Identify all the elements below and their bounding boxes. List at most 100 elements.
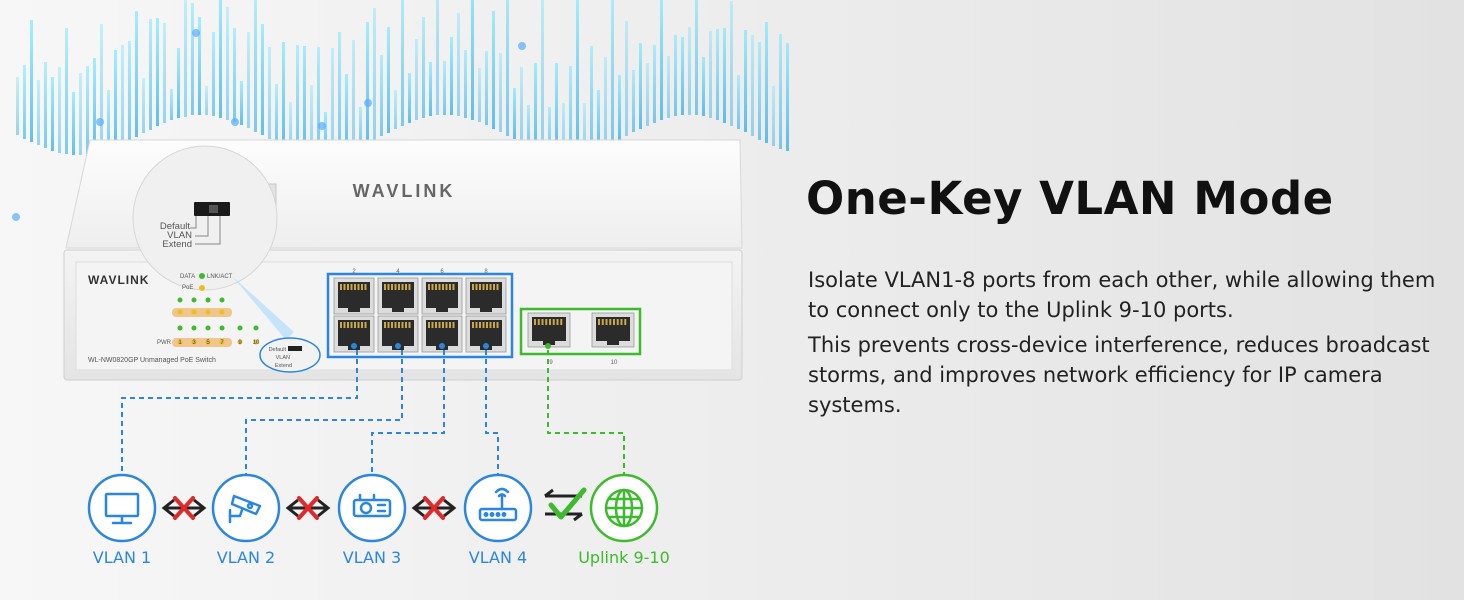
description-paragraph-1: Isolate VLAN1-8 ports from each other, w…: [808, 268, 1436, 322]
data-bar: [758, 42, 761, 140]
data-bar: [702, 57, 705, 116]
data-bar: [590, 46, 593, 151]
mini-label-extend: Extend: [275, 363, 292, 369]
data-bar: [646, 63, 649, 126]
data-bar: [324, 112, 327, 155]
data-bar: [450, 37, 453, 115]
data-node-dot: [96, 118, 104, 126]
page-title: One-Key VLAN Mode: [806, 172, 1334, 225]
data-bar: [506, 0, 509, 136]
data-bar: [156, 18, 159, 126]
data-bar: [534, 63, 537, 149]
data-bar: [513, 88, 516, 139]
front-port-number: 10: [253, 340, 260, 346]
status-led: [219, 309, 225, 315]
allowed-connection-icon: [544, 487, 587, 522]
data-bar: [492, 11, 495, 129]
data-bar: [660, 0, 663, 120]
data-bar: [611, 0, 614, 143]
data-bar: [247, 32, 250, 128]
status-led: [191, 325, 197, 331]
status-led: [237, 339, 243, 345]
data-node-dot: [231, 118, 239, 126]
data-bar: [639, 43, 642, 129]
data-bar: [310, 85, 313, 154]
data-bar: [569, 66, 572, 155]
status-led: [177, 339, 183, 345]
vlan-link-dot: [395, 343, 401, 349]
data-bar: [485, 51, 488, 125]
status-led: [219, 297, 225, 303]
front-port-number: 3: [192, 340, 196, 346]
data-bar: [135, 11, 138, 137]
status-led: [205, 325, 211, 331]
data-bar: [765, 22, 768, 143]
uplink-port-number-10: 10: [611, 360, 618, 366]
data-bar: [261, 24, 264, 135]
globe-icon: [604, 488, 644, 528]
data-bar: [338, 32, 341, 153]
data-bar: [142, 78, 145, 133]
data-bar: [282, 42, 285, 146]
product-illustration: WAVLINK Default VLAN Extend WAVLINK DATA…: [12, 0, 789, 567]
data-bar: [716, 29, 719, 120]
data-bar: [541, 0, 544, 151]
data-bar: [415, 39, 418, 120]
monitor-icon: [104, 492, 140, 525]
uplink-port-9: [527, 312, 571, 348]
mode-label-vlan: VLAN: [167, 230, 192, 241]
data-bar: [275, 84, 278, 142]
data-bar: [464, 50, 467, 118]
data-bar: [114, 50, 117, 147]
blocked-connection-icon: [285, 496, 331, 520]
data-bar: [548, 107, 551, 153]
data-bar: [72, 92, 75, 155]
vlan-port-top-4: [465, 277, 507, 315]
front-port-number: 9: [238, 340, 242, 346]
device-label: VLAN 4: [469, 548, 527, 567]
vlan-link-dot: [439, 343, 445, 349]
vlan-port-top-1: [333, 277, 375, 315]
device-monitor: VLAN 1: [87, 473, 157, 567]
data-node-dot: [518, 42, 526, 50]
data-bar: [177, 48, 180, 118]
data-bar: [107, 90, 110, 149]
device-security-camera: VLAN 2: [211, 473, 281, 567]
data-bar: [184, 0, 187, 117]
vlan-port-top-3: [421, 277, 463, 315]
data-bar: [478, 68, 481, 122]
data-bar: [457, 13, 460, 116]
data-bar: [695, 0, 698, 115]
uplink-port-group: [519, 307, 642, 356]
blocked-connection-icon: [411, 496, 457, 520]
device-projector: VLAN 3: [337, 473, 407, 567]
status-led: [237, 325, 243, 331]
data-bar: [737, 75, 740, 129]
data-bar: [625, 21, 628, 136]
status-led: [205, 309, 211, 315]
projector-icon: [352, 493, 392, 518]
data-bar: [303, 46, 306, 153]
data-bar: [128, 41, 131, 140]
data-bar: [401, 0, 404, 126]
led-label-poe: PoE: [182, 285, 193, 291]
data-bar: [163, 23, 166, 123]
data-wave-decoration: [12, 0, 789, 221]
data-bar: [100, 24, 103, 152]
mini-label-default: Default: [269, 347, 287, 353]
data-bar: [583, 103, 586, 153]
port-number-label: 6: [440, 269, 444, 275]
data-bar: [772, 86, 775, 146]
device-router: VLAN 4: [463, 473, 533, 567]
data-bar: [289, 102, 292, 148]
data-bar: [604, 57, 607, 146]
data-bar: [240, 81, 243, 125]
port-number-label: 2: [352, 269, 356, 275]
status-led: [177, 309, 183, 315]
data-bar: [44, 62, 47, 148]
status-led: [191, 297, 197, 303]
status-led: [205, 297, 211, 303]
data-bar: [254, 0, 257, 132]
data-bar: [436, 0, 439, 115]
data-bar: [422, 17, 425, 118]
